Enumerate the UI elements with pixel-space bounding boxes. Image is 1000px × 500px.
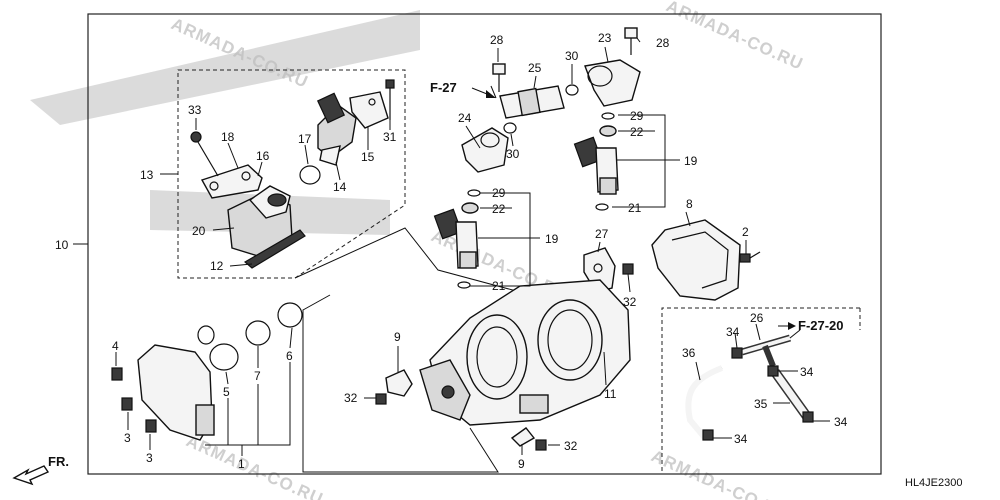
- joint-26: [741, 334, 791, 368]
- part-label[interactable]: 30: [565, 49, 579, 63]
- part-label[interactable]: 32: [623, 295, 637, 309]
- part-label[interactable]: 35: [754, 397, 768, 411]
- part-label[interactable]: 16: [256, 149, 270, 163]
- screw-2: [739, 251, 761, 263]
- tube-36: [685, 365, 724, 440]
- part-label[interactable]: 22: [630, 125, 644, 139]
- part-label[interactable]: 17: [298, 132, 312, 146]
- part-label[interactable]: 4: [112, 339, 119, 353]
- part-label[interactable]: 2: [742, 225, 749, 239]
- bracket-15: [349, 91, 389, 129]
- watermark-text: ARMADA-CO.RU: [663, 0, 806, 74]
- watermark-text: ARMADA-CO.RU: [648, 446, 791, 500]
- part-label[interactable]: 33: [188, 103, 202, 117]
- part-label[interactable]: 5: [223, 385, 230, 399]
- part-label[interactable]: 22: [492, 202, 506, 216]
- bolt-18: [190, 131, 219, 177]
- diagram-code: HL4JE2300: [905, 477, 963, 489]
- part-label[interactable]: 3: [124, 431, 131, 445]
- front-direction-arrow: FR.: [12, 454, 69, 486]
- part-label[interactable]: 34: [800, 365, 814, 379]
- part-label[interactable]: 12: [210, 259, 224, 273]
- seals-29-22-21: [457, 112, 617, 289]
- part-label[interactable]: 29: [630, 109, 644, 123]
- screws-3-4: [111, 367, 157, 433]
- part-label[interactable]: 7: [254, 369, 261, 383]
- part-label[interactable]: 9: [518, 457, 525, 471]
- part-label[interactable]: 36: [682, 346, 696, 360]
- clips-34: [702, 347, 814, 441]
- part-label[interactable]: 19: [684, 154, 698, 168]
- part-label[interactable]: 9: [394, 330, 401, 344]
- screw-31: [385, 79, 395, 120]
- part-label[interactable]: 31: [383, 130, 397, 144]
- part-labels: 10 13 33 18 16 17 14 15 31 20 12 4 3 3 5…: [55, 31, 848, 471]
- part-label[interactable]: 29: [492, 186, 506, 200]
- part-label[interactable]: 34: [734, 432, 748, 446]
- tube-35: [770, 369, 813, 421]
- joint-24: [461, 127, 509, 173]
- part-label[interactable]: 14: [333, 180, 347, 194]
- part-label[interactable]: 15: [361, 150, 375, 164]
- ref-arrow-f27[interactable]: F-27: [430, 80, 496, 98]
- joint-23: [584, 59, 641, 107]
- rings-5-6-7: [197, 302, 303, 371]
- gasket-12: [243, 229, 306, 269]
- idle-air-control-valve: [227, 185, 293, 257]
- throttle-body-11: [419, 279, 631, 426]
- part-label[interactable]: 11: [604, 387, 617, 401]
- part-label[interactable]: 8: [686, 197, 693, 211]
- part-label[interactable]: 27: [595, 227, 609, 241]
- plate-16: [200, 164, 263, 199]
- part-label[interactable]: 19: [545, 232, 559, 246]
- part-label[interactable]: 23: [598, 31, 612, 45]
- front-direction-label: FR.: [48, 454, 69, 469]
- part-label[interactable]: 32: [564, 439, 578, 453]
- ref-arrow-f2720[interactable]: F-27-20: [778, 318, 844, 333]
- part-label[interactable]: 28: [656, 36, 670, 50]
- part-label[interactable]: 34: [726, 325, 740, 339]
- ref-f27-label: F-27: [430, 80, 457, 95]
- screws-32: [375, 393, 547, 451]
- part-label[interactable]: 34: [834, 415, 848, 429]
- ref-f2720-label: F-27-20: [798, 318, 844, 333]
- assembly-link: [302, 294, 499, 473]
- part-label[interactable]: 21: [492, 279, 506, 293]
- subassembly-13-box: [177, 69, 406, 279]
- fuel-pipe-25: [499, 85, 565, 119]
- o-ring-17: [299, 165, 321, 185]
- bolt-28-left: [492, 63, 506, 92]
- part-label[interactable]: 26: [750, 311, 764, 325]
- part-label[interactable]: 1: [238, 457, 245, 471]
- leader-lines: [73, 37, 830, 456]
- part-label[interactable]: 18: [221, 130, 235, 144]
- part-label[interactable]: 30: [506, 147, 520, 161]
- injector-19-lower: [433, 208, 479, 269]
- bolt-28-right: [624, 27, 638, 55]
- cover-8: [651, 219, 741, 301]
- part-label[interactable]: 25: [528, 61, 542, 75]
- part-label[interactable]: 20: [192, 224, 206, 238]
- part-label[interactable]: 6: [286, 349, 293, 363]
- sensor-14: [316, 92, 357, 166]
- sensor-cover-1: [137, 344, 215, 441]
- part-label[interactable]: 21: [628, 201, 642, 215]
- tube-box: [661, 307, 860, 474]
- part-label[interactable]: 28: [490, 33, 504, 47]
- o-rings-30: [503, 84, 579, 134]
- watermark-text: ARMADA-CO.RU: [183, 431, 326, 500]
- part-label[interactable]: 32: [344, 391, 358, 405]
- screw-32-right: [622, 263, 634, 275]
- injector-19-upper: [573, 136, 619, 195]
- part-label[interactable]: 24: [458, 111, 472, 125]
- assembly-link: [294, 227, 521, 293]
- part-label[interactable]: 10: [55, 238, 69, 252]
- part-label[interactable]: 13: [140, 168, 154, 182]
- gaskets-9: [385, 369, 536, 447]
- part-label[interactable]: 3: [146, 451, 153, 465]
